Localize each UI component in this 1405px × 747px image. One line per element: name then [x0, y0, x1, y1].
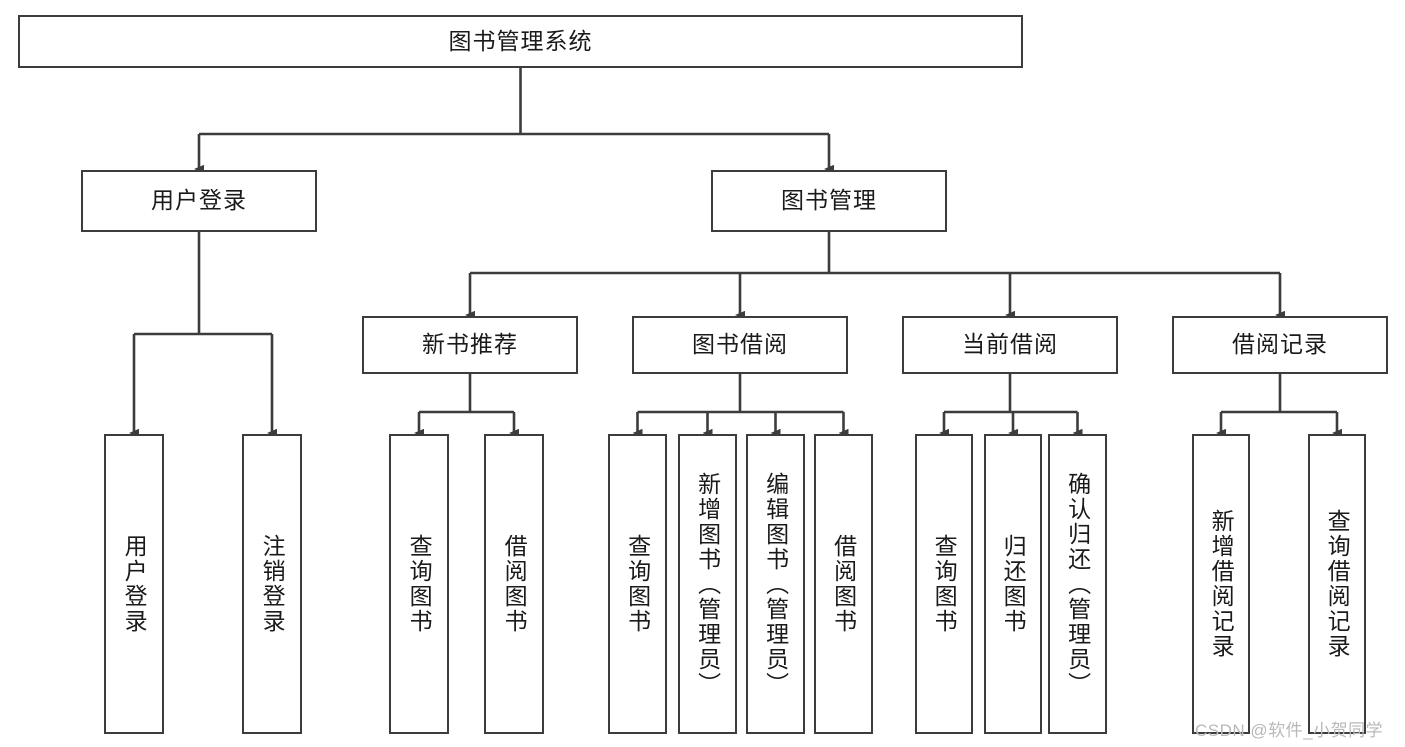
node-leaf-query-book[interactable]: 查询图书 [608, 434, 667, 734]
node-leaf-add-book-label: 新增图书（管理员） [694, 471, 721, 697]
node-leaf-query-book-label: 查询图书 [624, 534, 651, 634]
node-root-label: 图书管理系统 [448, 27, 593, 54]
node-user-login[interactable]: 用户登录 [81, 170, 317, 232]
node-new-book-rec-label: 新书推荐 [422, 331, 518, 358]
node-current-borrow[interactable]: 当前借阅 [902, 316, 1118, 374]
node-leaf-query-record-label: 查询借阅记录 [1324, 509, 1351, 659]
node-leaf-borrow-book[interactable]: 借阅图书 [814, 434, 873, 734]
node-book-manage-label: 图书管理 [781, 187, 877, 214]
node-leaf-user-login[interactable]: 用户登录 [104, 434, 164, 734]
node-user-login-label: 用户登录 [151, 187, 247, 214]
node-leaf-query-book-cur[interactable]: 查询图书 [915, 434, 973, 734]
node-leaf-borrow-book-rec[interactable]: 借阅图书 [484, 434, 544, 734]
node-leaf-user-logout-label: 注销登录 [259, 534, 286, 634]
node-leaf-borrow-book-rec-label: 借阅图书 [501, 534, 528, 634]
node-borrow-record[interactable]: 借阅记录 [1172, 316, 1388, 374]
csdn-watermark: CSDN @软件_小贺同学 [1195, 721, 1384, 740]
node-book-borrow[interactable]: 图书借阅 [632, 316, 848, 374]
node-leaf-confirm-return[interactable]: 确认归还（管理员） [1048, 434, 1107, 734]
node-leaf-query-book-cur-label: 查询图书 [931, 534, 958, 634]
node-leaf-borrow-book-label: 借阅图书 [830, 534, 857, 634]
node-book-borrow-label: 图书借阅 [692, 331, 788, 358]
node-leaf-query-record[interactable]: 查询借阅记录 [1308, 434, 1366, 734]
node-leaf-return-book-label: 归还图书 [1000, 534, 1027, 634]
node-leaf-edit-book-label: 编辑图书（管理员） [762, 471, 789, 697]
node-borrow-record-label: 借阅记录 [1232, 331, 1328, 358]
node-leaf-user-logout[interactable]: 注销登录 [242, 434, 302, 734]
node-new-book-rec[interactable]: 新书推荐 [362, 316, 578, 374]
node-book-manage[interactable]: 图书管理 [711, 170, 947, 232]
node-current-borrow-label: 当前借阅 [962, 331, 1058, 358]
node-leaf-query-book-rec-label: 查询图书 [406, 534, 433, 634]
node-leaf-confirm-return-label: 确认归还（管理员） [1064, 471, 1091, 697]
node-leaf-add-record-label: 新增借阅记录 [1208, 509, 1235, 659]
node-leaf-add-book[interactable]: 新增图书（管理员） [678, 434, 737, 734]
node-leaf-query-book-rec[interactable]: 查询图书 [389, 434, 449, 734]
node-leaf-return-book[interactable]: 归还图书 [984, 434, 1042, 734]
node-leaf-add-record[interactable]: 新增借阅记录 [1192, 434, 1250, 734]
node-root[interactable]: 图书管理系统 [18, 15, 1023, 68]
node-leaf-user-login-label: 用户登录 [121, 534, 148, 634]
node-leaf-edit-book[interactable]: 编辑图书（管理员） [746, 434, 805, 734]
